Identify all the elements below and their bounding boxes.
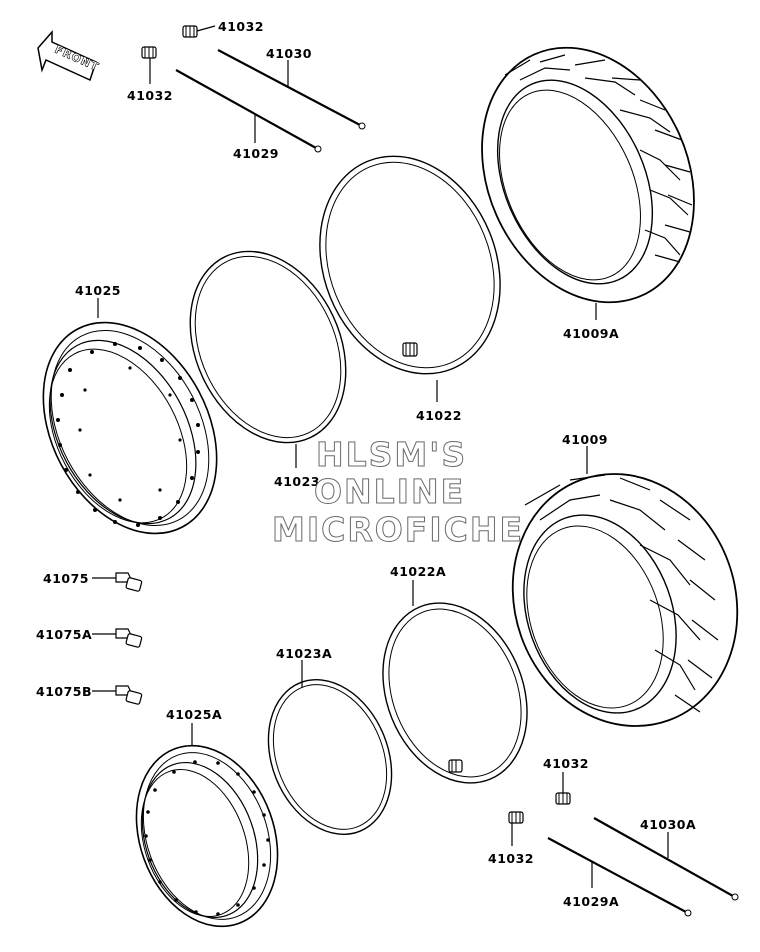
label-front-rim: 41025 [75, 283, 121, 298]
label-front-rim-band: 41023 [274, 474, 320, 489]
rear-tube-part[interactable] [357, 580, 553, 805]
spoke-rear-upper-part[interactable] [593, 817, 739, 901]
valve-cap-right-bottom-part[interactable] [508, 811, 524, 846]
label-rear-tube: 41022A [390, 564, 446, 579]
label-valve-cap-right-bottom: 41032 [488, 851, 534, 866]
nipple-b-part[interactable] [92, 685, 143, 705]
label-spoke-upper: 41030 [266, 46, 312, 61]
front-tube-part[interactable] [288, 129, 531, 402]
label-front-tire: 41009A [563, 326, 619, 341]
front-rim-band-part[interactable] [160, 226, 375, 468]
nipple-a-part[interactable] [92, 628, 143, 648]
label-spoke-rear-upper: 41030A [640, 817, 696, 832]
rear-rim-part[interactable] [112, 723, 302, 946]
front-tire-part[interactable] [443, 14, 733, 337]
label-rear-rim-band: 41023A [276, 646, 332, 661]
label-rear-rim: 41025A [166, 707, 222, 722]
valve-cap-right-top-part[interactable] [555, 772, 571, 805]
watermark-line3: MICROFICHE [272, 510, 524, 549]
watermark-line1: HLSM'S [316, 435, 467, 474]
label-nipple-b: 41075B [36, 684, 92, 699]
valve-cap-left-part[interactable] [141, 46, 157, 84]
valve-cap-top-part[interactable] [182, 25, 216, 38]
watermark-line2: ONLINE [314, 472, 465, 511]
label-spoke-lower: 41029 [233, 146, 279, 161]
front-arrow-icon: FRONT [37, 30, 101, 82]
label-nipple: 41075 [43, 571, 89, 586]
rear-tire-part[interactable] [478, 442, 760, 758]
label-valve-cap-right-top: 41032 [543, 756, 589, 771]
spoke-upper-part[interactable] [217, 49, 366, 130]
rear-rim-band-part[interactable] [246, 660, 413, 853]
spoke-rear-lower-part[interactable] [547, 837, 692, 917]
label-valve-cap-top: 41032 [218, 19, 264, 34]
label-front-tube: 41022 [416, 408, 462, 423]
label-valve-cap-left: 41032 [127, 88, 173, 103]
nipple-part[interactable] [92, 572, 143, 592]
front-rim-part[interactable] [9, 292, 252, 563]
spoke-lower-part[interactable] [175, 69, 322, 153]
label-rear-tire: 41009 [562, 432, 608, 447]
label-nipple-a: 41075A [36, 627, 92, 642]
label-spoke-rear-lower: 41029A [563, 894, 619, 909]
